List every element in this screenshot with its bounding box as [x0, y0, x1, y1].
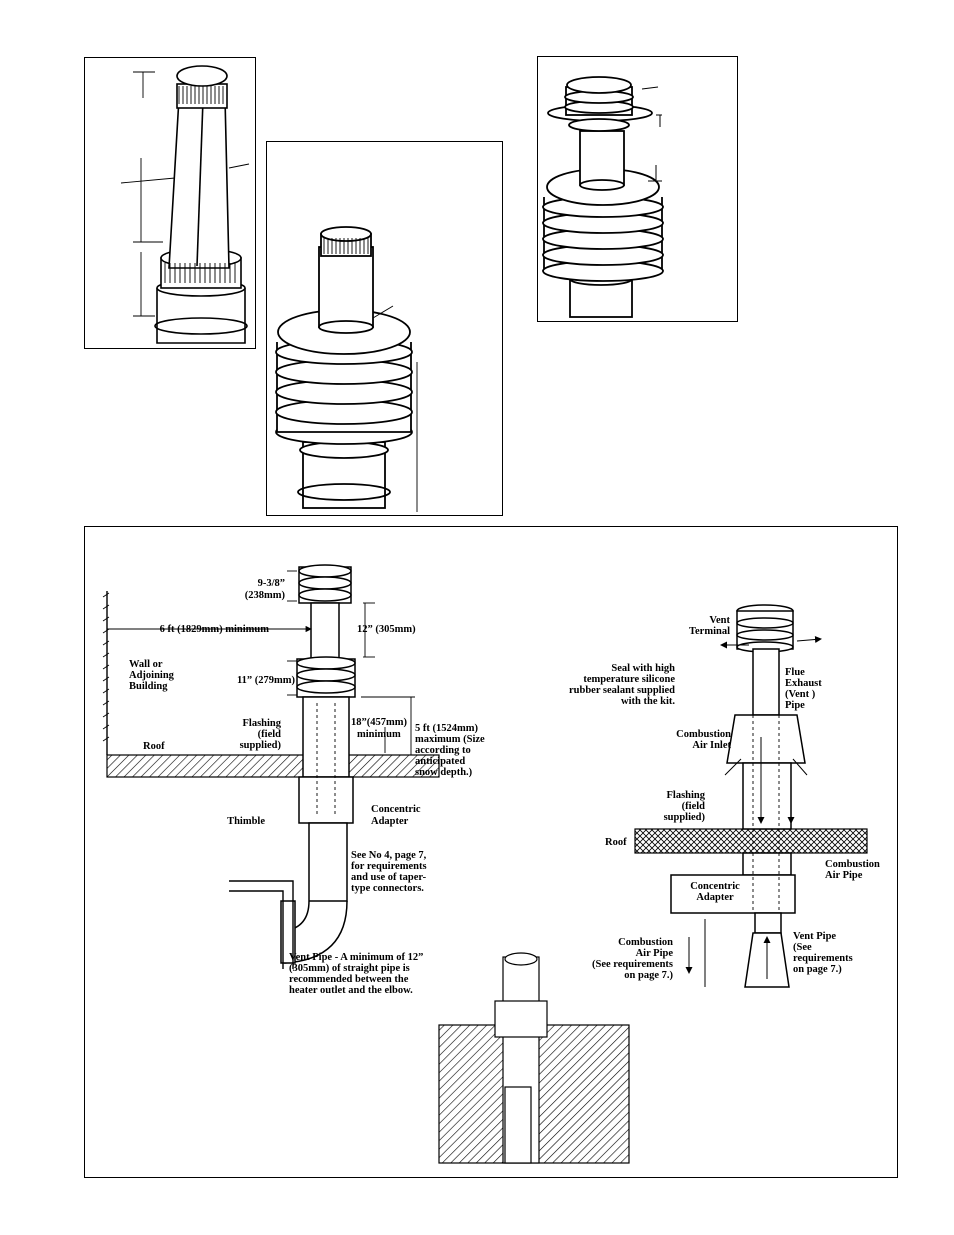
label-see-note-4: type connectors.: [351, 883, 424, 894]
label-max-3: according to: [415, 745, 471, 756]
label-comb-inlet-2: Air Inlet: [692, 740, 731, 751]
label-cap-height: 9-3/8”: [258, 578, 285, 589]
label-max-1: 5 ft (1524mm): [415, 723, 478, 734]
left-vent-diagram: [102, 564, 440, 969]
label-vent-pipe-4: heater outlet and the elbow.: [289, 985, 413, 996]
label-flue-1: Flue: [785, 667, 805, 678]
label-comb-pipe-l-2: Air Pipe: [636, 948, 674, 959]
label-wall-distance: 6 ft (1829mm) minimum: [160, 624, 270, 635]
label-flue-2: Exhaust: [785, 678, 822, 689]
pipe-sleeve-drawing: [120, 65, 250, 344]
label-flue-4: Pipe: [785, 700, 805, 711]
label-flue-3: (Vent ): [785, 689, 816, 700]
label-wall-2: Adjoining: [129, 670, 175, 681]
label-r-adapter-2: Adapter: [696, 892, 734, 903]
vent-terminal-illustration: [537, 56, 738, 322]
vent-terminal-drawing: [542, 76, 664, 318]
label-comb-pipe-l-4: on page 7.): [624, 970, 673, 981]
label-vent-pipe-r-2: (See: [793, 942, 812, 953]
roof-installation-panel: 9-3/8” (238mm) 6 ft (1829mm) minimum 12”…: [84, 526, 898, 1178]
label-vent-pipe-1: Vent Pipe - A minimum of 12”: [289, 952, 423, 963]
label-wall-1: Wall or: [129, 659, 163, 670]
label-see-note-2: for requirements: [351, 861, 427, 872]
label-r-flashing-1: Flashing: [666, 790, 705, 801]
label-wall-3: Building: [129, 681, 168, 692]
label-vent-terminal-1: Vent: [709, 615, 730, 626]
label-vent-pipe-r-3: requirements: [793, 953, 853, 964]
label-see-note-1: See No 4, page 7,: [351, 850, 427, 861]
label-cap-height-mm: (238mm): [245, 590, 286, 601]
label-thimble: Thimble: [227, 816, 265, 827]
label-r-flashing-2: (field: [682, 801, 705, 812]
label-max-4: anticipated: [415, 756, 465, 767]
label-r-flashing-3: supplied): [664, 812, 706, 823]
pipe-sleeve-illustration: [84, 57, 256, 349]
label-seal-3: rubber sealant supplied: [569, 685, 675, 696]
label-r-roof: Roof: [605, 837, 627, 848]
label-comb-pipe-l-3: (See requirements: [592, 959, 673, 970]
label-seal-4: with the kit.: [621, 696, 675, 707]
label-comb-pipe-l-1: Combustion: [618, 937, 673, 948]
label-18in-1: 18”(457mm): [351, 717, 407, 728]
label-seal-1: Seal with high: [611, 663, 675, 674]
roof-installation-drawing: 9-3/8” (238mm) 6 ft (1829mm) minimum 12”…: [102, 564, 880, 1164]
bellows-collar-illustration: [266, 141, 503, 516]
label-vent-pipe-r-4: on page 7.): [793, 964, 842, 975]
label-flashing-3: supplied): [240, 740, 282, 751]
label-adapter-2: Adapter: [371, 816, 409, 827]
label-above-collar: 12” (305mm): [357, 624, 416, 635]
label-vent-pipe-r-1: Vent Pipe: [793, 931, 836, 942]
right-vent-diagram: [634, 604, 868, 988]
label-adapter-1: Concentric: [371, 804, 421, 815]
roof-cutaway-sketch: [438, 952, 630, 1164]
label-roof: Roof: [143, 741, 165, 752]
label-max-5: snow depth.): [415, 767, 473, 778]
label-comb-pipe-r-1: Combustion: [825, 859, 880, 870]
label-collar-height: 11” (279mm): [237, 675, 296, 686]
label-vent-terminal-2: Terminal: [689, 626, 730, 637]
label-flashing-2: (field: [258, 729, 281, 740]
label-18in-2: minimum: [357, 729, 401, 740]
label-max-2: maximum (Size: [415, 734, 485, 745]
label-r-adapter-1: Concentric: [690, 881, 740, 892]
label-seal-2: temperature silicone: [583, 674, 675, 685]
bellows-collar-drawing: [275, 226, 418, 512]
label-comb-pipe-r-2: Air Pipe: [825, 870, 863, 881]
label-flashing-1: Flashing: [242, 718, 281, 729]
label-vent-pipe-3: recommended between the: [289, 974, 409, 985]
label-see-note-3: and use of taper-: [351, 872, 427, 883]
label-comb-inlet-1: Combustion: [676, 729, 731, 740]
label-vent-pipe-2: (305mm) of straight pipe is: [289, 963, 410, 974]
